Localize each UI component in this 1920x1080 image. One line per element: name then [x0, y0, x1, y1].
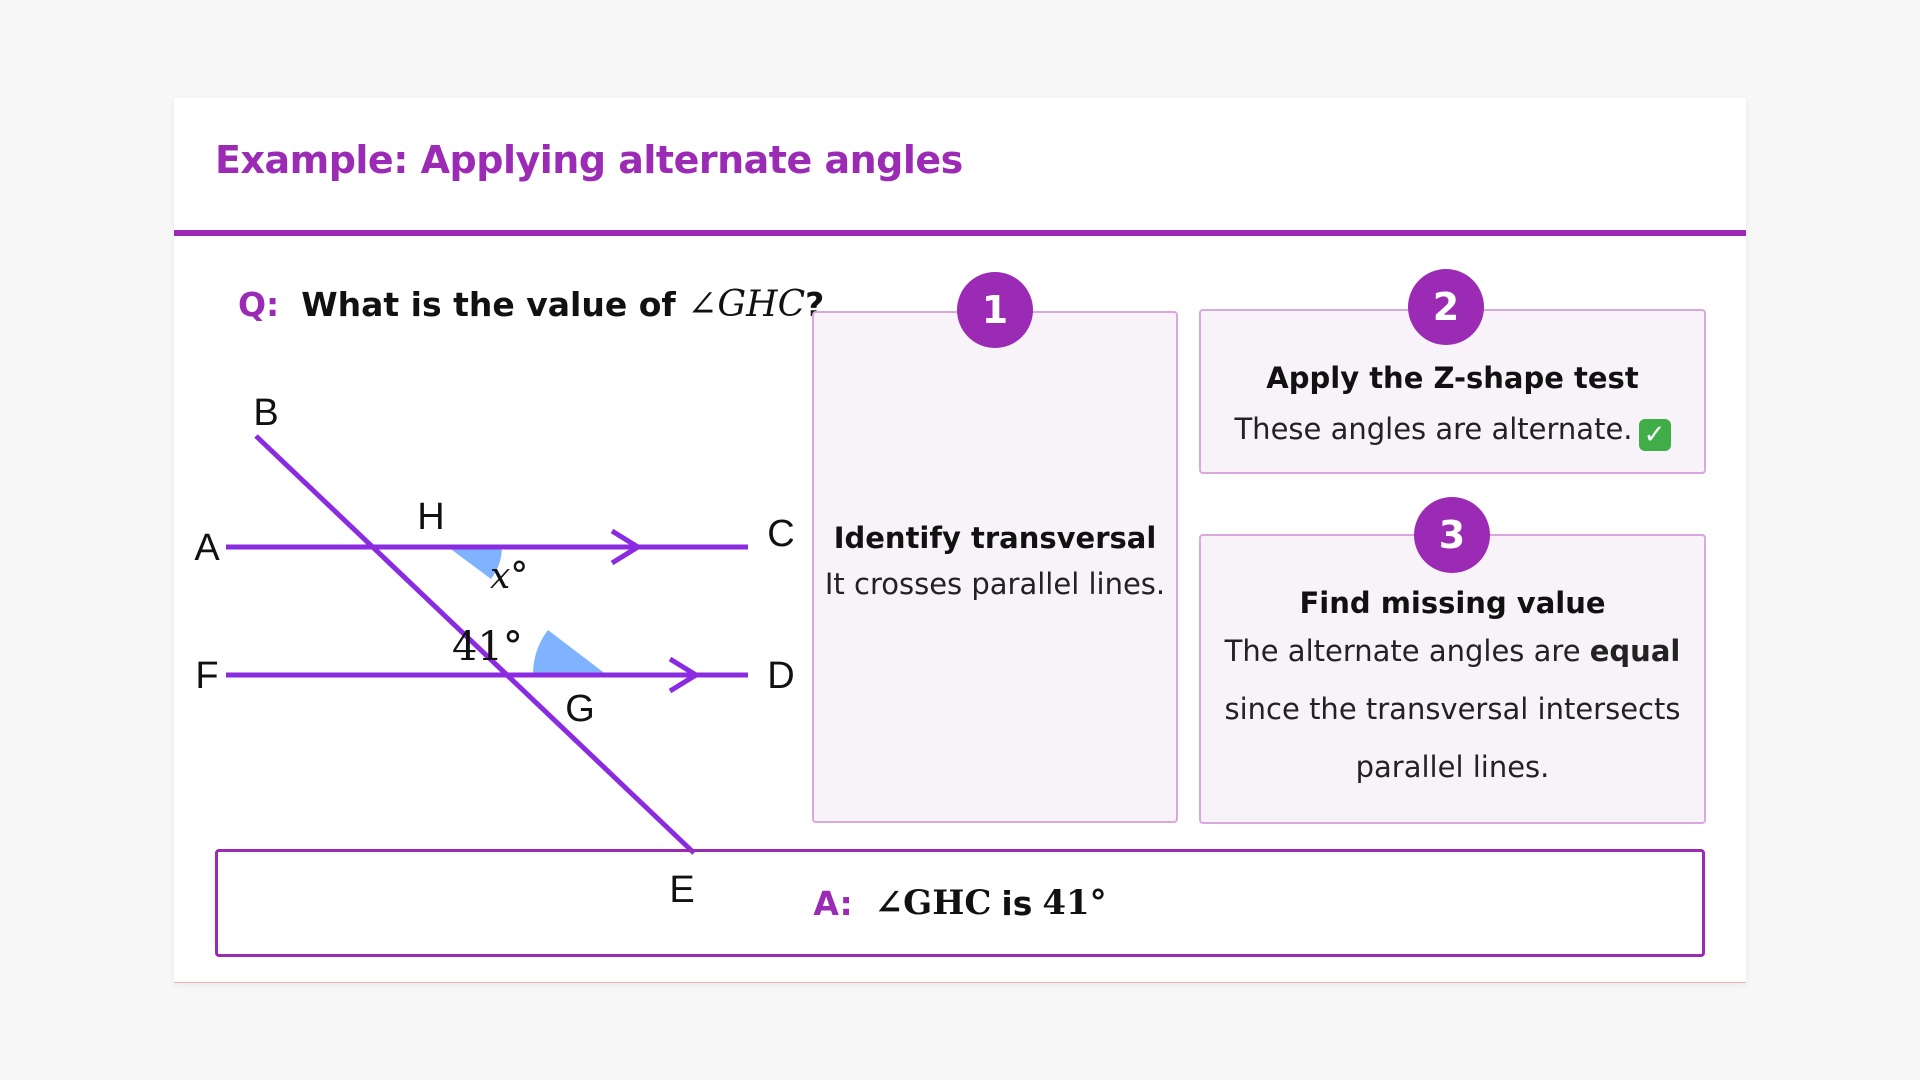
title-divider: [174, 230, 1746, 236]
step-3-body-pre: The alternate angles are: [1224, 634, 1581, 668]
answer-math: ∠GHC: [874, 883, 992, 923]
step-2-heading: Apply the Z-shape test: [1266, 361, 1639, 395]
step-1-badge: 1: [957, 272, 1033, 348]
slide: Example: Applying alternate angles Q: Wha…: [174, 98, 1746, 983]
step-1-heading: Identify transversal: [833, 521, 1157, 555]
question-math: ∠GHC: [687, 284, 806, 325]
step-2-badge: 2: [1408, 269, 1484, 345]
transversal-be: [254, 434, 696, 855]
step-2-body-line: These angles are alternate.✓: [1201, 400, 1704, 458]
step-3-body-post: since the transversal intersects paralle…: [1224, 692, 1681, 784]
label-b: B: [253, 392, 278, 434]
step-3-card: Find missing value The alternate angles …: [1199, 534, 1706, 824]
label-f: F: [195, 655, 218, 697]
question: Q:What is the value of ∠GHC?: [238, 284, 824, 325]
label-a: A: [194, 527, 220, 569]
answer-tag: A:: [813, 883, 853, 923]
slide-title: Example: Applying alternate angles: [215, 138, 963, 182]
arrow-fd: [668, 656, 701, 694]
step-3-badge: 3: [1414, 497, 1490, 573]
step-3-heading: Find missing value: [1299, 586, 1606, 620]
check-mark-icon: ✓: [1638, 419, 1671, 451]
answer-text: is: [1001, 883, 1033, 923]
angle-hgf-fill: [532, 630, 607, 675]
step-2-body: These angles are alternate.: [1234, 412, 1633, 446]
question-text: What is the value of: [301, 285, 676, 324]
label-d: D: [767, 655, 794, 697]
step-1-card: Identify transversal It crosses parallel…: [812, 311, 1178, 823]
step-1-body: It crosses parallel lines.: [824, 567, 1166, 601]
label-g: G: [565, 688, 595, 730]
step-3-body: The alternate angles are equal since the…: [1211, 622, 1694, 796]
step-2-card: Apply the Z-shape test These angles are …: [1199, 309, 1706, 474]
question-tag: Q:: [238, 285, 280, 324]
angle-x-label: x°: [490, 556, 528, 597]
label-e: E: [669, 869, 694, 911]
parallel-lines-diagram: B H A C F D G E x° 41°: [194, 392, 794, 911]
angle-ghc-fill: [448, 547, 502, 579]
step-3-body-bold: equal: [1589, 634, 1681, 668]
answer-box: A: ∠GHC is 41°: [215, 849, 1705, 957]
label-c: C: [767, 513, 794, 555]
arrow-ac: [610, 528, 643, 566]
label-h: H: [417, 496, 444, 538]
answer-value: 41°: [1042, 883, 1107, 923]
angle-41-label: 41°: [452, 624, 523, 670]
